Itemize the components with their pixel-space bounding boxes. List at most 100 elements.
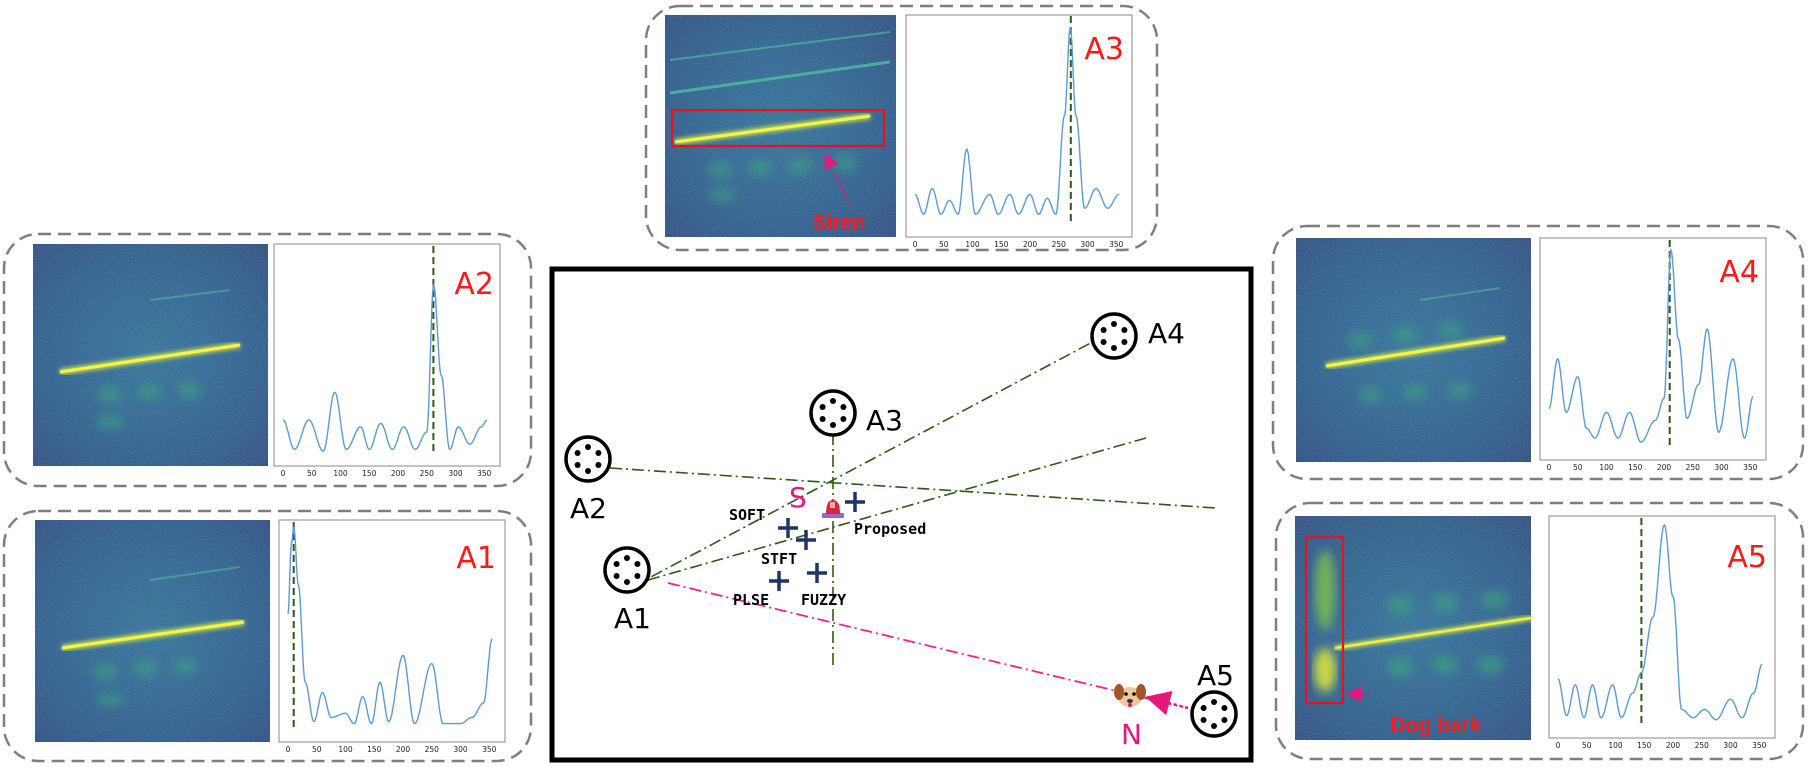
- tick-label: 150: [1628, 463, 1643, 472]
- marker-fuzzy: [807, 563, 827, 583]
- doa-line-a1: [647, 437, 1147, 581]
- mic-dot: [1221, 717, 1228, 723]
- marker-proposed: [845, 492, 865, 512]
- doa-curve-a5: [1557, 523, 1763, 721]
- tick-label: 350: [1752, 741, 1767, 750]
- panel-label-a4: A4: [1719, 255, 1759, 290]
- mic-dot: [830, 398, 836, 404]
- tick-label: 350: [482, 745, 497, 754]
- doa-curve-a1: [287, 526, 493, 725]
- tick-label: 100: [333, 469, 348, 478]
- mic-dot: [1100, 339, 1107, 345]
- tick-label: 200: [396, 745, 411, 754]
- localization-map: A1 A2 A3 A4 A5 S: [549, 266, 1254, 763]
- tick-label: 250: [1686, 463, 1701, 472]
- spectrogram-a2: [33, 244, 268, 466]
- spectrogram-a3: Siren: [665, 15, 896, 237]
- mic-label-a2: A2: [570, 492, 607, 525]
- mic-array-a3: [809, 389, 857, 437]
- mic-label-a3: A3: [866, 404, 903, 437]
- mic-dot: [585, 444, 591, 450]
- marker-soft: [778, 518, 798, 538]
- mic-dot: [1121, 327, 1128, 333]
- mic-dot: [1200, 705, 1207, 711]
- mic-dot: [819, 416, 826, 422]
- tick-label: 0: [1556, 741, 1561, 750]
- doa-curve-a2: [282, 282, 488, 452]
- spectrogram-a1: [35, 520, 270, 742]
- mic-dot: [1200, 717, 1207, 723]
- mic-dot: [624, 555, 630, 561]
- siren-label: Siren: [813, 211, 866, 234]
- tick-label: 0: [1547, 463, 1552, 472]
- tick-label: 250: [1052, 240, 1067, 249]
- doa-curve-a3: [914, 26, 1120, 216]
- estimate-label-stft: STFT: [761, 550, 797, 568]
- panel-label-a3: A3: [1084, 32, 1124, 67]
- siren-highlight-box: [670, 108, 886, 148]
- panel-border: [1271, 224, 1805, 481]
- tick-label: 150: [362, 469, 377, 478]
- doa-line-a4: [631, 337, 1101, 588]
- panel-label-a1: A1: [456, 541, 496, 576]
- estimate-label-soft: SOFT: [729, 506, 765, 524]
- spectrogram-a5: Dog bark: [1295, 516, 1532, 740]
- tick-label: 350: [1109, 240, 1124, 249]
- tick-label: 200: [1666, 741, 1681, 750]
- mic-label-a5: A5: [1197, 659, 1234, 692]
- tick-label: 250: [425, 745, 440, 754]
- mic-array-a5: [1190, 690, 1238, 738]
- estimate-label-plse: PLSE: [733, 591, 769, 609]
- mic-dot: [840, 416, 847, 422]
- tick-label: 250: [1695, 741, 1710, 750]
- mic-label-a1: A1: [614, 602, 651, 635]
- source-label: S: [789, 481, 807, 514]
- doa-curve-a4: [1548, 247, 1754, 443]
- tick-label: 300: [1080, 240, 1095, 249]
- mic-dot: [819, 404, 826, 410]
- marker-plse: [769, 571, 789, 591]
- tick-label: 50: [307, 469, 317, 478]
- map-frame: [549, 266, 1254, 763]
- tick-label: 200: [1657, 463, 1672, 472]
- tick-label: 50: [1582, 741, 1592, 750]
- tick-label: 150: [994, 240, 1009, 249]
- mic-dot: [1211, 723, 1217, 729]
- tick-label: 100: [338, 745, 353, 754]
- mic-dot: [613, 573, 620, 579]
- mic-label-a4: A4: [1148, 317, 1185, 350]
- tick-label: 50: [1573, 463, 1583, 472]
- estimate-label-proposed: Proposed: [854, 520, 926, 538]
- mic-dot: [624, 579, 630, 585]
- tick-label: 200: [1023, 240, 1038, 249]
- tick-label: 0: [913, 240, 918, 249]
- tick-label: 100: [965, 240, 980, 249]
- panel-border: [1274, 501, 1805, 761]
- mic-array-a1: [603, 546, 651, 594]
- panel-label-a2: A2: [454, 267, 494, 302]
- tick-label: 150: [1637, 741, 1652, 750]
- noise-arrow: [1145, 691, 1189, 716]
- dog-icon: [1114, 684, 1146, 707]
- tick-label: 0: [281, 469, 286, 478]
- tick-label: 100: [1608, 741, 1623, 750]
- noise-doa-line: [667, 582, 1184, 708]
- mic-dot: [1211, 699, 1217, 705]
- estimate-markers: [769, 492, 865, 591]
- mic-dot: [840, 404, 847, 410]
- noise-label: N: [1121, 718, 1142, 751]
- tick-label: 0: [286, 745, 291, 754]
- mic-dot: [1221, 705, 1228, 711]
- mic-array-a4: [1090, 312, 1138, 360]
- marker-stft: [796, 530, 816, 550]
- mic-dot: [595, 450, 602, 456]
